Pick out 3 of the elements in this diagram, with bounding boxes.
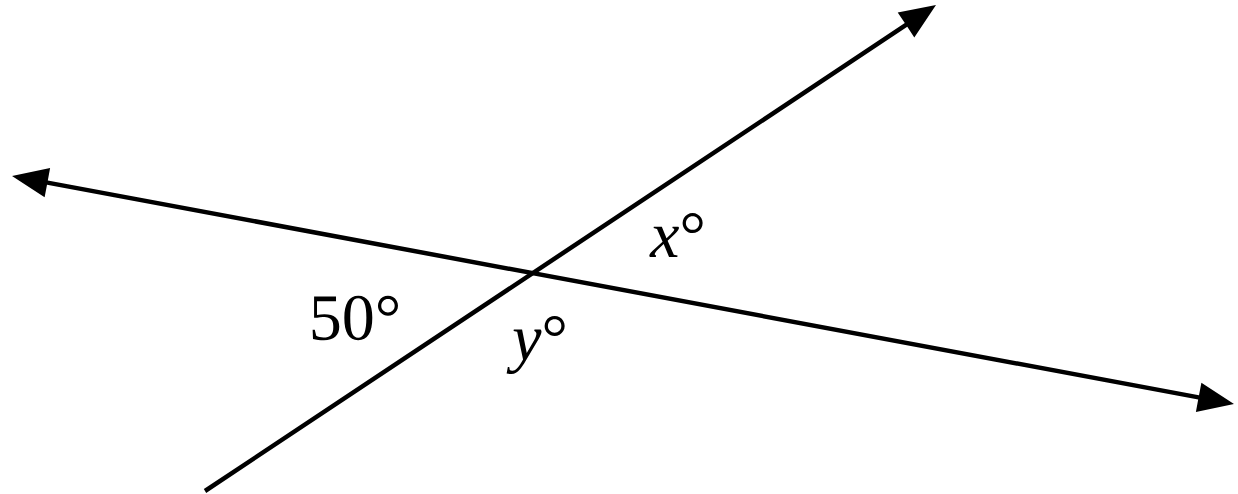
angle-label: y°	[506, 315, 565, 375]
angle-label: x°	[649, 213, 703, 257]
angle-label: 50°	[312, 295, 398, 341]
